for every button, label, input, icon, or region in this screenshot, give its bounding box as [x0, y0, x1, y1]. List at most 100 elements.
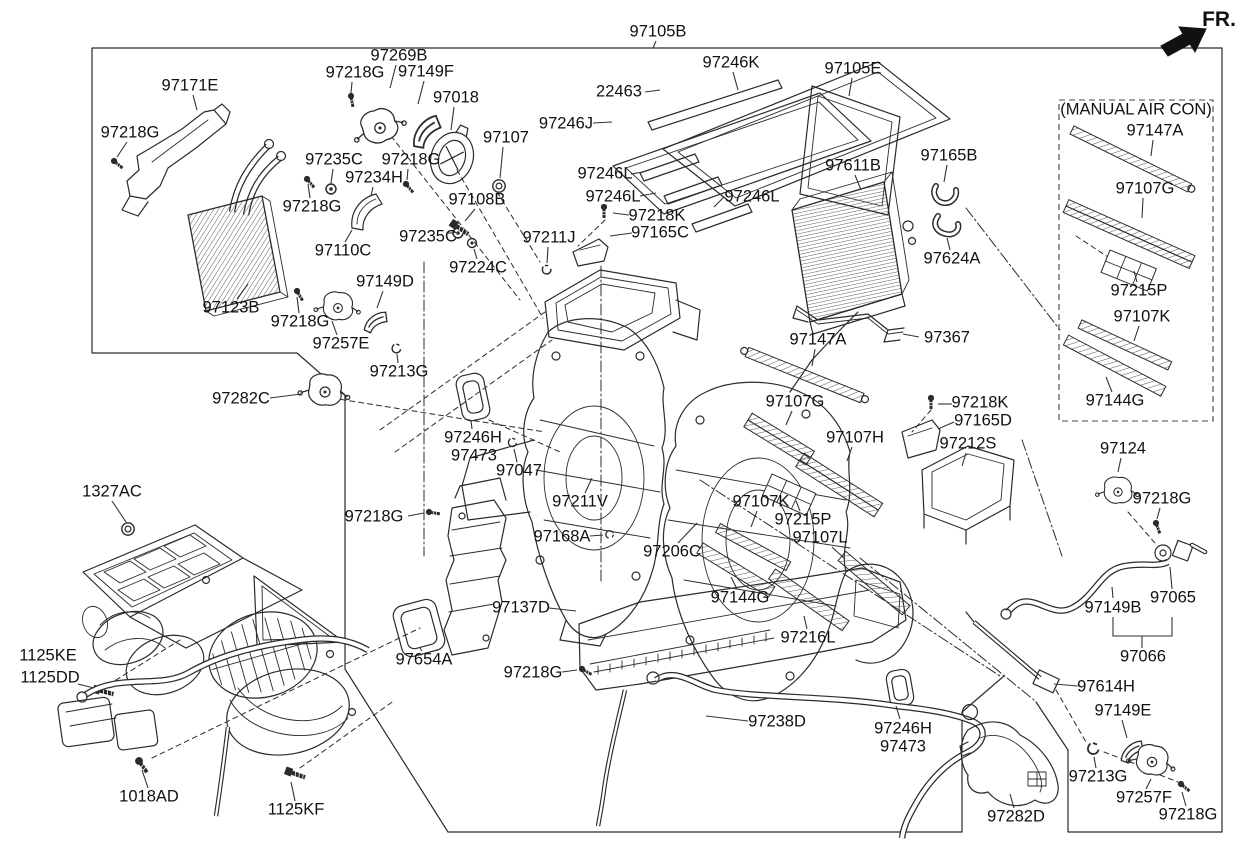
part-label-97235C-2: 97235C — [399, 227, 457, 246]
leader-line-97213G-1 — [396, 353, 399, 364]
part-label-1125KF: 1125KF — [267, 800, 325, 819]
evaporator-97611B — [791, 171, 917, 335]
leader-line-97107H — [846, 446, 853, 462]
part-label-97218K-1: 97218K — [628, 206, 686, 225]
grommet-1327AC — [121, 522, 135, 536]
leader-line-97107K-1 — [750, 510, 758, 528]
leader-line-97218G-4 — [307, 183, 311, 199]
leader-line-97282C — [269, 393, 302, 399]
part-label-97282C: 97282C — [212, 389, 270, 408]
door-97144G-2 — [1062, 334, 1167, 397]
fr-direction-label: FR. — [1202, 7, 1236, 31]
part-label-97018: 97018 — [433, 88, 479, 107]
clip-97047 — [507, 437, 518, 448]
leader-line-97614H — [1053, 683, 1079, 687]
part-label-97218K-2: 97218K — [951, 393, 1009, 412]
part-label-97066: 97066 — [1120, 647, 1166, 666]
clip-97213G-1 — [391, 343, 402, 354]
part-label-97147A-2: 97147A — [1126, 121, 1184, 140]
leader-line-97218G-6 — [407, 512, 425, 517]
part-label-97473-1: 97473 — [451, 446, 497, 465]
part-label-97206C: 97206C — [643, 542, 701, 561]
leader-line-1327AC — [111, 500, 127, 523]
heater-pipe-bracket-97171E — [121, 103, 231, 217]
screw-97218G-3 — [401, 179, 416, 195]
hose-97149B — [1000, 558, 1170, 620]
part-label-97107H: 97107H — [826, 428, 884, 447]
leader-line-97246K — [732, 71, 739, 91]
leader-line-97137D — [548, 607, 577, 612]
diagram-border — [91, 47, 1223, 833]
leader-line-97269B — [389, 64, 397, 89]
leader-line-97168A — [589, 534, 604, 537]
leader-line-97218G-9 — [1156, 507, 1161, 520]
screw-1018AD — [133, 755, 151, 775]
part-label-97218G-4: 97218G — [282, 197, 342, 216]
leader-line-97065 — [1169, 566, 1173, 590]
leader-line-97218G-1 — [116, 141, 128, 158]
lower-case-97137D — [578, 567, 907, 691]
leader-line-97110C — [344, 229, 353, 243]
part-label-97124: 97124 — [1100, 439, 1146, 458]
part-label-97654A: 97654A — [395, 650, 453, 669]
part-label-1327AC: 1327AC — [82, 482, 142, 501]
leader-line-97147A-2 — [1150, 139, 1154, 157]
part-label-97218G-3: 97218G — [381, 150, 441, 169]
leader-line-97216L — [803, 615, 808, 630]
rod-97614H — [965, 611, 1060, 694]
case-half-97211V — [461, 318, 666, 647]
leader-line-97246L-2 — [639, 192, 657, 197]
part-label-97246H-2: 97246H — [874, 719, 932, 738]
part-label-97065: 97065 — [1150, 588, 1196, 607]
leader-line-97149D — [376, 290, 384, 309]
part-label-1125DD: 1125DD — [20, 668, 80, 687]
leader-line-97165C — [609, 232, 633, 237]
gasket-97246H-1 — [455, 372, 491, 422]
leader-line-97107G-2 — [1141, 197, 1144, 219]
leader-line-97246L-1 — [630, 171, 644, 175]
actuator-97269B — [347, 102, 411, 150]
seal-97246K — [662, 61, 951, 207]
door-97107G-1 — [743, 412, 816, 466]
part-label-97105B: 97105B — [629, 22, 687, 41]
plate-97215P-2 — [1100, 249, 1158, 292]
seal-97246L-1 — [639, 153, 700, 182]
leader-line-97144G-1 — [730, 576, 738, 590]
door-97107K-2 — [1077, 319, 1173, 371]
screw-97218G-2 — [347, 92, 357, 108]
part-label-97149D: 97149D — [356, 272, 414, 291]
leader-line-97246J — [592, 121, 613, 124]
leader-line-97218K-1 — [612, 212, 630, 216]
part-label-97165B: 97165B — [920, 146, 978, 165]
part-label-97238D: 97238D — [748, 712, 806, 731]
leader-line-97234H — [370, 186, 374, 197]
leader-line-22463 — [644, 89, 661, 93]
leader-line-97215P-1 — [795, 500, 801, 512]
part-label-97216L: 97216L — [780, 628, 836, 647]
part-label-97212S: 97212S — [939, 434, 997, 453]
strap-97234H-97110C — [351, 193, 383, 231]
leader-line-97238D — [705, 715, 749, 722]
leader-line-97147A-1 — [811, 348, 816, 367]
seal-97246L-3 — [691, 203, 753, 233]
heater-core-97123B — [187, 195, 289, 317]
cover-97282D — [959, 721, 1059, 807]
seal-97246J — [612, 92, 872, 215]
clip-97211J — [540, 263, 553, 276]
part-label-97218G-5: 97218G — [270, 312, 330, 331]
clamp-97624A — [932, 213, 962, 238]
leader-line-97257E — [331, 320, 338, 336]
bracket-97165C — [572, 238, 609, 267]
part-label-97144G-1: 97144G — [710, 588, 770, 607]
foot-duct — [443, 477, 507, 656]
part-label-97218G-9: 97218G — [1132, 489, 1192, 508]
part-label-97282D: 97282D — [987, 807, 1045, 826]
guide-lines — [107, 135, 1179, 783]
lever-97149F — [412, 111, 444, 152]
part-label-97246J: 97246J — [538, 114, 594, 133]
part-label-97246L-3: 97246L — [724, 187, 780, 206]
part-label-97108B: 97108B — [448, 190, 506, 209]
part-label-97611B: 97611B — [825, 156, 881, 175]
leader-line-97213G-2 — [1093, 756, 1097, 769]
